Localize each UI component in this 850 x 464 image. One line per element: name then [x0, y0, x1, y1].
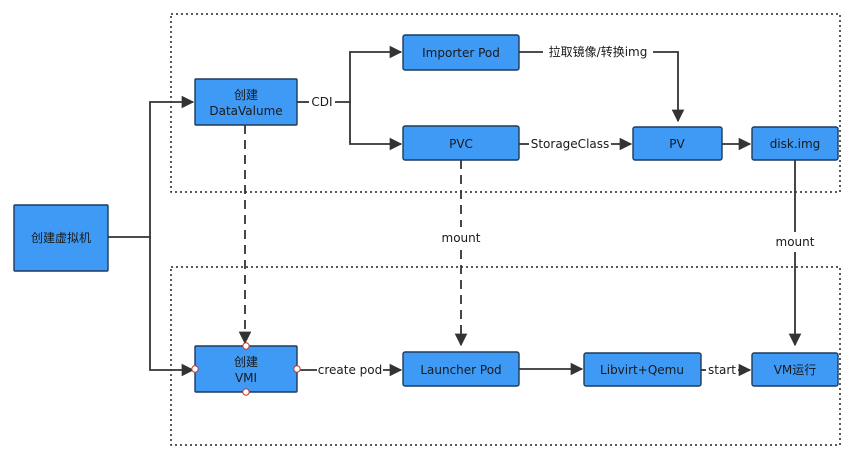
disk-img-label: disk.img — [770, 137, 821, 151]
mount-disk-label: mount — [776, 235, 815, 249]
vmi-port-bottom — [242, 388, 250, 396]
libvirt-qemu-box — [583, 352, 702, 387]
storage-class-label: StorageClass — [531, 137, 610, 151]
vmi-port-right — [293, 365, 301, 373]
create-pod-label: create pod — [318, 363, 382, 377]
edge-importer-to-pv — [653, 51, 685, 123]
create-vmi-label-1: 创建 — [234, 355, 258, 369]
create-vm-label: 创建虚拟机 — [31, 231, 91, 245]
edge-vm-to-vmi — [149, 237, 195, 377]
libvirt-qemu-label: Libvirt+Qemu — [600, 363, 684, 377]
vm-running-label: VM运行 — [774, 363, 817, 377]
edge-vm-to-datavolume — [108, 95, 195, 238]
importer-pod-box — [402, 34, 520, 71]
create-datavolume-box — [194, 78, 298, 126]
vmi-port-top — [242, 342, 250, 350]
vm-running-box — [751, 352, 839, 387]
storage-region — [170, 13, 841, 193]
pv-label: PV — [669, 137, 685, 151]
mount-pvc-label: mount — [442, 231, 481, 245]
launcher-pod-label: Launcher Pod — [420, 363, 501, 377]
pv-box — [632, 126, 723, 161]
edge-cdi-to-pvc — [349, 102, 403, 151]
vmi-region — [170, 266, 841, 446]
pvc-label: PVC — [449, 137, 473, 151]
pvc-box — [402, 125, 520, 161]
create-vm-box — [13, 204, 109, 272]
vmi-port-left — [191, 365, 199, 373]
create-datavolume-label-2: DataValume — [209, 104, 282, 118]
disk-img-box — [751, 126, 839, 161]
edge-cdi-split — [335, 45, 403, 103]
create-vmi-box — [194, 345, 298, 393]
start-label: start — [708, 363, 736, 377]
create-vmi-label-2: VMI — [235, 371, 257, 385]
importer-pod-label: Importer Pod — [422, 46, 500, 60]
pull-image-label: 拉取镜像/转换img — [549, 44, 648, 59]
launcher-pod-box — [402, 351, 520, 387]
cdi-label: CDI — [311, 95, 332, 109]
create-datavolume-label-1: 创建 — [234, 88, 258, 102]
